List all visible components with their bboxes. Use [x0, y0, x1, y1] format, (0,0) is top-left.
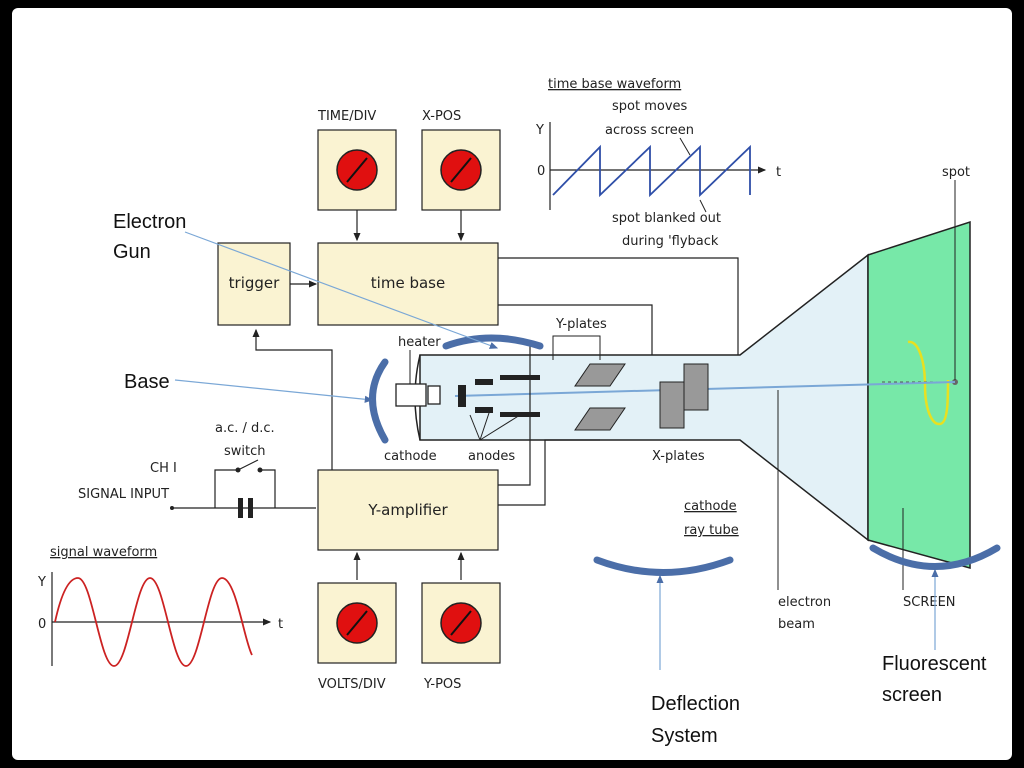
- timebase-note2-line1: spot blanked out: [612, 211, 721, 226]
- crt-label-2: ray tube: [684, 523, 739, 538]
- screen-face: [867, 220, 971, 569]
- electron-gun-label-1: Electron: [113, 211, 186, 233]
- deflection-label-1: Deflection: [651, 693, 740, 715]
- fluorescent-label-1: Fluorescent: [882, 653, 987, 675]
- capacitor-icon: [238, 498, 243, 518]
- trigger-label: trigger: [229, 274, 280, 292]
- y-plate-top: [574, 363, 626, 387]
- deflection-bracket: [593, 556, 734, 576]
- y-plate-bottom: [574, 407, 626, 431]
- electron-gun-bracket: [442, 334, 544, 350]
- signal-waveform-title: signal waveform: [50, 545, 157, 560]
- base-label: Base: [124, 371, 170, 393]
- electron-beam-label-1: electron: [778, 595, 831, 610]
- time-base-label: time base: [371, 274, 445, 292]
- timebase-zero-label: 0: [537, 164, 545, 179]
- screen-label: SCREEN: [903, 595, 956, 610]
- signal-zero-label: 0: [38, 617, 46, 632]
- timebase-note2-line2: during 'flyback: [622, 234, 719, 249]
- screen-trace: [907, 340, 950, 426]
- electron-beam-label-2: beam: [778, 617, 815, 632]
- y-plates-label: Y-plates: [555, 317, 607, 332]
- deflection-label-2: System: [651, 725, 718, 747]
- timebase-waveform-title: time base waveform: [548, 77, 681, 92]
- timebase-note1-line1: spot moves: [612, 99, 688, 114]
- base-pointer: [174, 379, 374, 403]
- anode-1: [458, 385, 466, 407]
- x-plates-label: X-plates: [652, 449, 705, 464]
- yamp-to-yplates-2: [498, 439, 600, 506]
- heater-label: heater: [398, 335, 441, 350]
- x-plate-left: [659, 381, 685, 429]
- y-amplifier-block: [317, 469, 499, 551]
- switch-label-2: switch: [224, 444, 266, 459]
- x-pos-label: X-POS: [422, 109, 461, 124]
- trigger-block: [217, 242, 291, 326]
- electron-gun-label-2: Gun: [113, 241, 151, 263]
- time-div-label: TIME/DIV: [317, 109, 376, 124]
- x-pos-control: X-POS: [421, 109, 501, 242]
- electron-gun-pointer: [184, 231, 499, 349]
- timebase-note1-line2: across screen: [605, 123, 694, 138]
- timebase-y-label: Y: [535, 123, 544, 138]
- trigger-feedback-line: [252, 328, 333, 470]
- anodes-label: anodes: [468, 449, 515, 464]
- crt-label-1: cathode: [684, 499, 737, 514]
- spot-label: spot: [942, 165, 970, 180]
- signal-y-label: Y: [37, 575, 46, 590]
- cathode-label: cathode: [384, 449, 437, 464]
- volts-div-label: VOLTS/DIV: [318, 677, 386, 692]
- cathode-element: [395, 383, 427, 407]
- timebase-t-label: t: [776, 165, 781, 180]
- x-plate-right: [683, 363, 709, 411]
- time-base-block: [317, 242, 499, 326]
- y-pos-label: Y-POS: [423, 677, 461, 692]
- yamp-to-yplates-1: [498, 340, 531, 486]
- volts-div-control: VOLTS/DIV: [317, 551, 397, 692]
- signal-sine-wave: [54, 577, 253, 667]
- fluorescent-label-2: screen: [882, 684, 942, 706]
- switch-label-1: a.c. / d.c.: [215, 421, 275, 436]
- ch1-label: CH I: [150, 461, 177, 476]
- signal-t-label: t: [278, 617, 283, 632]
- sawtooth-wave: [552, 144, 751, 198]
- y-pos-control: Y-POS: [421, 551, 501, 692]
- timebase-to-xplates-line: [498, 257, 739, 362]
- signal-input-label: SIGNAL INPUT: [78, 487, 169, 502]
- acdc-switch-icon: [237, 459, 259, 471]
- y-amplifier-label: Y-amplifier: [367, 501, 448, 519]
- fluorescent-bracket: [869, 544, 1001, 570]
- time-div-control: TIME/DIV: [317, 109, 397, 242]
